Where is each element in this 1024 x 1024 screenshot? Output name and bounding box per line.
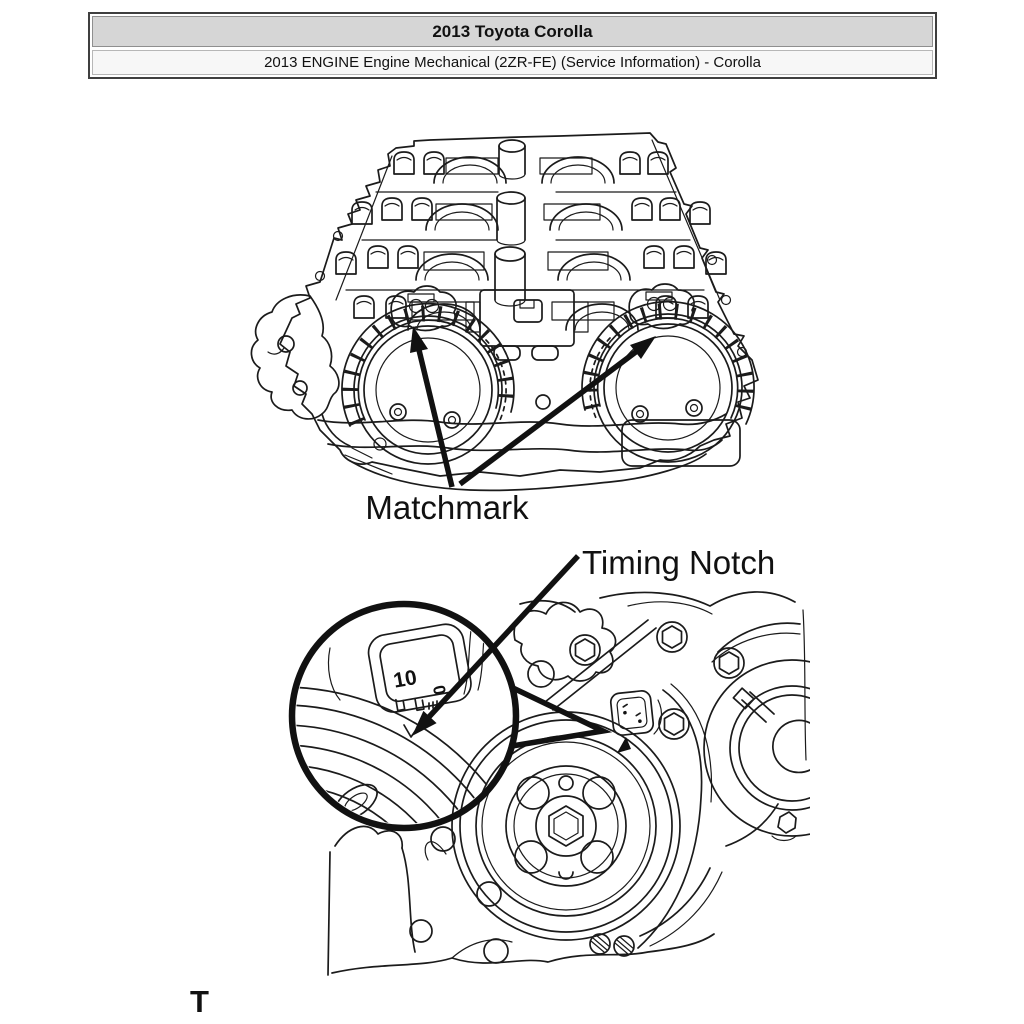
chain-tensioner <box>465 289 589 361</box>
figure-cylinder-head-top-view: Matchmark <box>250 132 759 526</box>
timing-notch-leader <box>412 554 581 736</box>
timing-scale-plate <box>609 690 655 736</box>
page-bottom-letter: T <box>190 984 209 1019</box>
timing-notch-label: Timing Notch <box>582 544 775 581</box>
cam-bearing-brackets <box>390 283 695 332</box>
matchmark-label: Matchmark <box>365 489 529 526</box>
figure-timing-notch-front-view: 10 0 Timing <box>288 544 810 976</box>
matchmark-arrows <box>410 326 656 488</box>
bolt-3 <box>713 647 745 679</box>
timing-notch-pointer <box>617 737 631 753</box>
timing-scale-10: 10 <box>392 666 419 693</box>
bolt-1 <box>569 634 601 666</box>
timing-scale-0: 0 <box>429 683 450 696</box>
page-title: 2013 Toyota Corolla <box>92 16 933 47</box>
center-tubes <box>494 139 526 307</box>
water-pump-pulley <box>703 659 810 842</box>
bolt-4 <box>658 708 690 740</box>
exhaust-cam-sprocket <box>589 313 743 463</box>
magnifier-wedge <box>511 685 613 749</box>
left-housing-boss <box>250 294 351 447</box>
header: 2013 Toyota Corolla 2013 ENGINE Engine M… <box>88 12 937 79</box>
timing-chain <box>341 300 755 427</box>
lower-left-contours <box>327 803 779 976</box>
bolt-2 <box>656 621 688 653</box>
head-front-rim <box>317 394 741 492</box>
page-subtitle: 2013 ENGINE Engine Mechanical (2ZR-FE) (… <box>92 50 933 75</box>
valvetrain-rows <box>335 151 727 331</box>
magnifier-circle <box>288 600 520 832</box>
cover-screws <box>589 933 635 957</box>
